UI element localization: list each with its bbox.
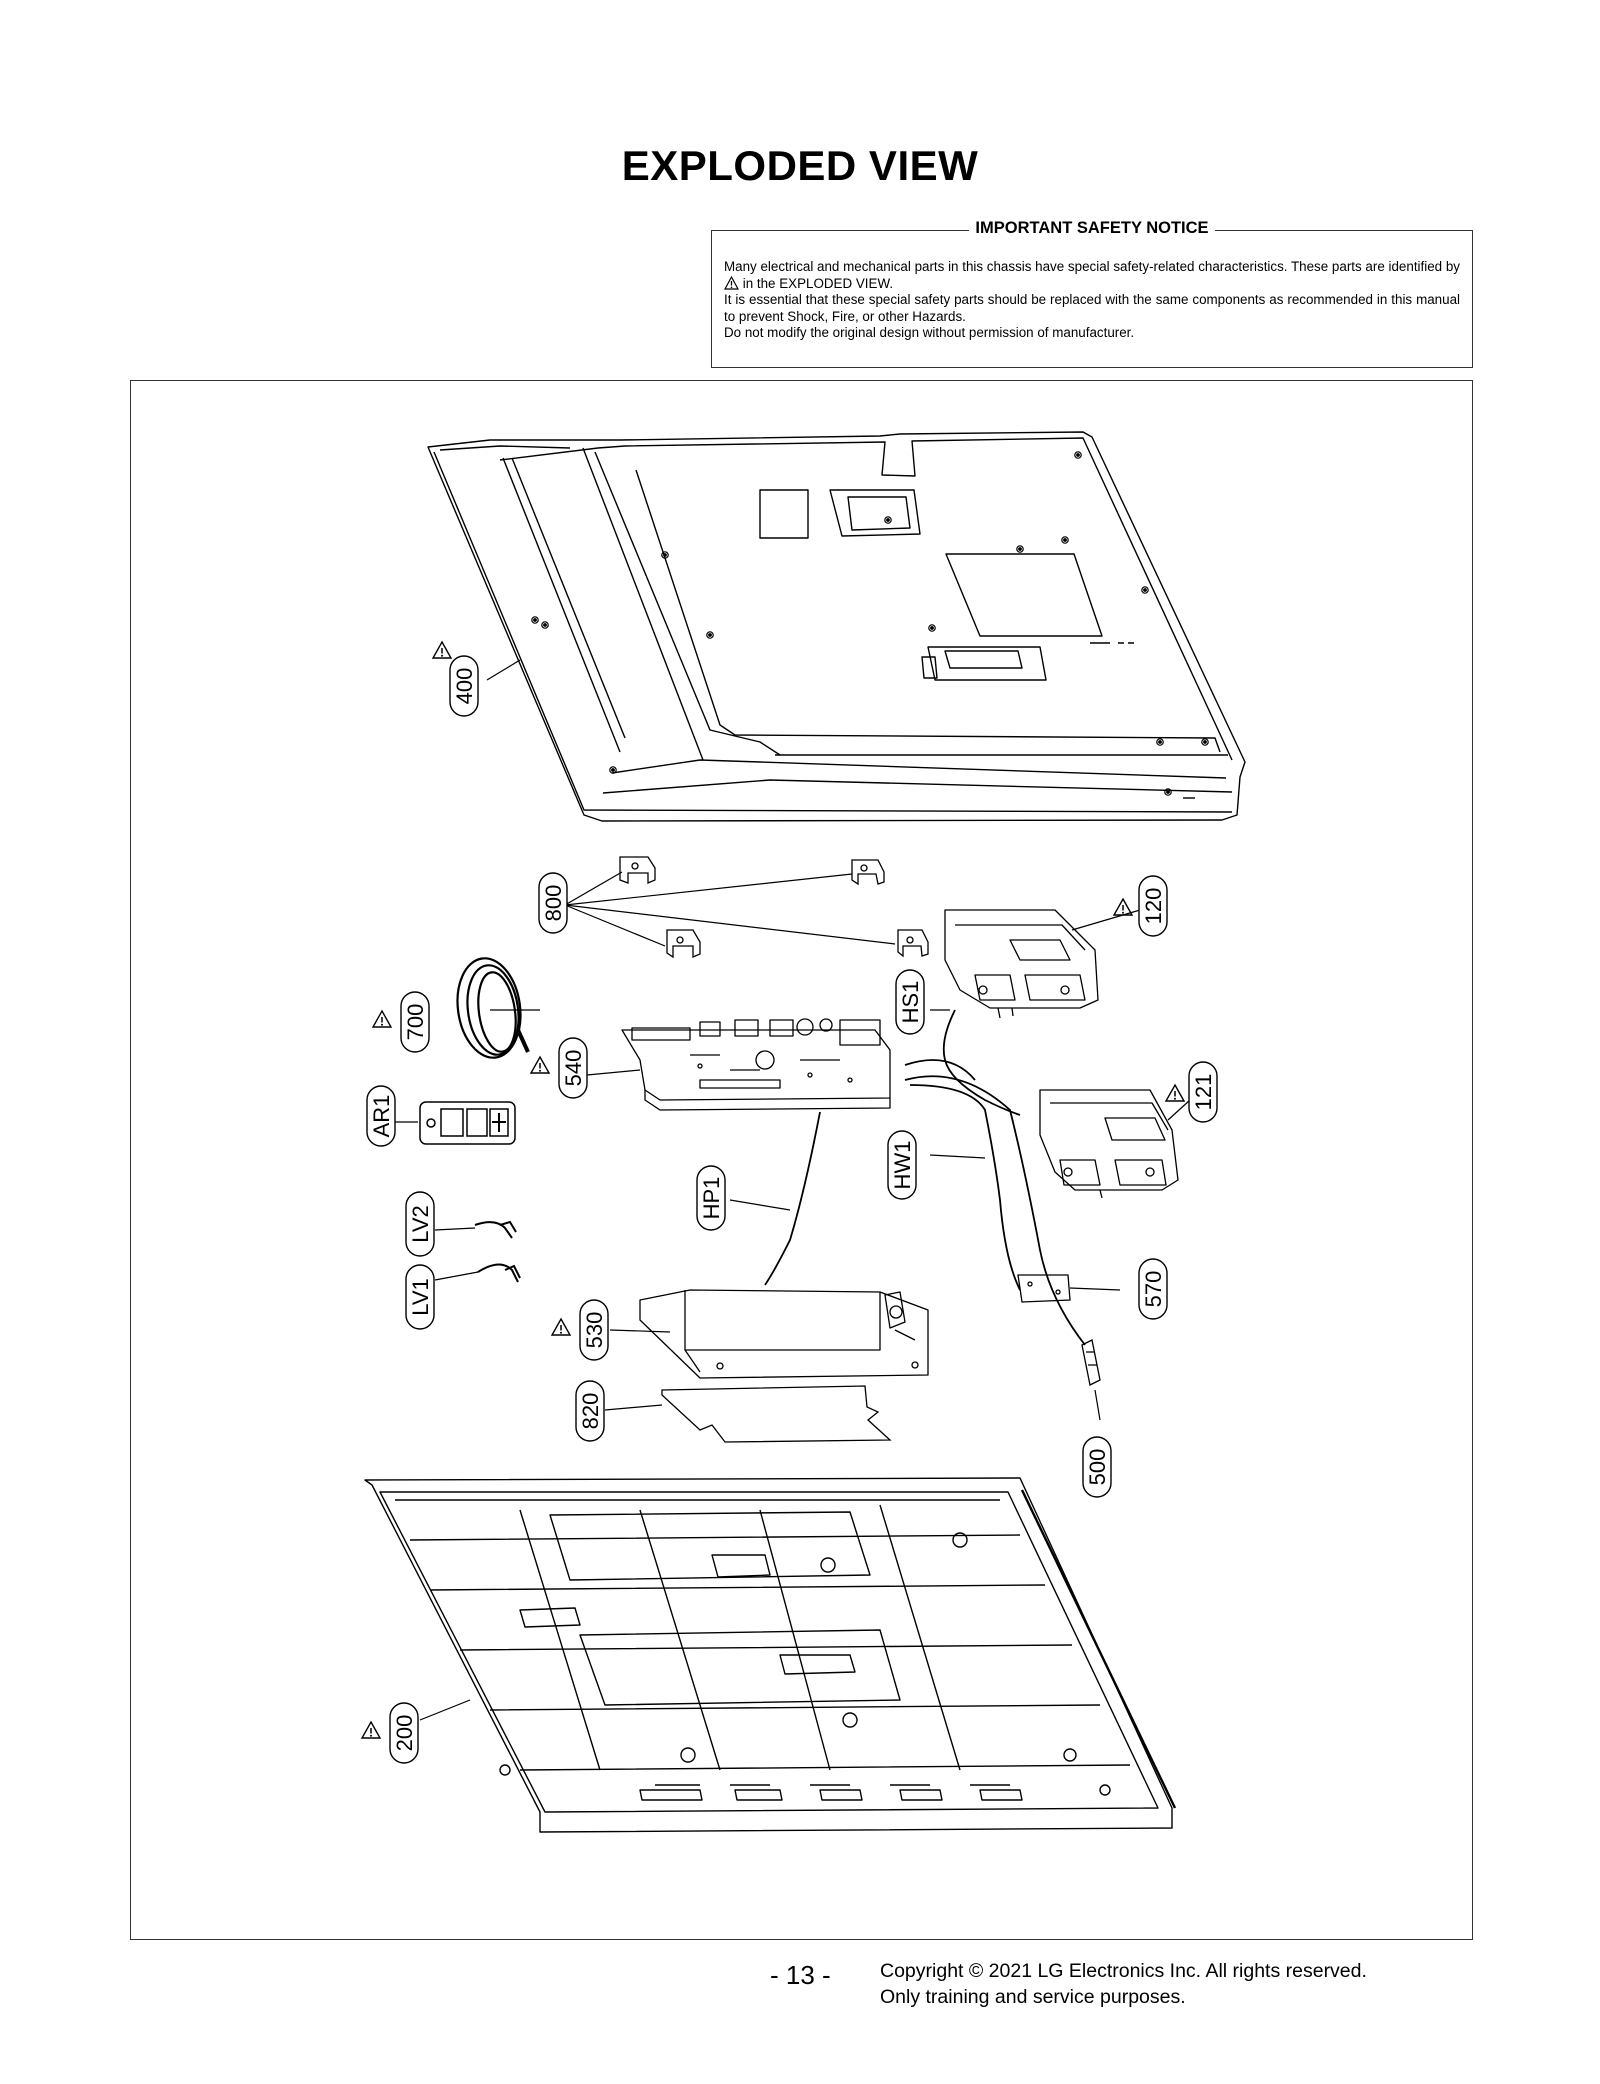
label-530: 530 — [551, 1299, 609, 1361]
label-121: 121 — [1165, 1061, 1218, 1123]
label-500-text: 500 — [1085, 1449, 1110, 1486]
label-120: 120 — [1113, 875, 1168, 937]
leader-lines-800 — [564, 871, 896, 947]
warning-triangle-icon — [724, 275, 739, 290]
label-400-text: 400 — [452, 668, 477, 705]
safety-notice-text: Many electrical and mechanical parts in … — [724, 259, 1460, 342]
label-121-text: 121 — [1191, 1074, 1216, 1111]
label-530-text: 530 — [582, 1312, 607, 1349]
label-500: 500 — [1082, 1436, 1112, 1498]
label-200: 200 — [361, 1702, 419, 1764]
label-400: 400 — [432, 641, 479, 717]
safety-notice-box: IMPORTANT SAFETY NOTICE Many electrical … — [711, 219, 1473, 368]
leader-lines — [394, 659, 1191, 1721]
label-570: 570 — [1138, 1258, 1168, 1320]
insulator-sheet-part — [661, 1385, 892, 1443]
usage-line: Only training and service purposes. — [880, 1986, 1186, 2008]
label-AR1: AR1 — [366, 1085, 396, 1147]
speaker-part-121 — [1039, 1089, 1179, 1199]
label-HS1-text: HS1 — [898, 981, 923, 1024]
label-540: 540 — [530, 1037, 588, 1099]
label-200-text: 200 — [392, 1715, 417, 1752]
drawing-frame — [130, 380, 1473, 1940]
label-HS1: HS1 — [895, 969, 925, 1035]
label-HW1: HW1 — [887, 1130, 917, 1200]
label-HP1-text: HP1 — [699, 1177, 724, 1220]
label-LV1-text: LV1 — [408, 1278, 433, 1316]
wire-harness — [764, 1009, 1086, 1346]
label-800-text: 800 — [541, 885, 566, 922]
button-module-part — [1081, 1339, 1101, 1386]
label-820: 820 — [575, 1380, 605, 1442]
safety-notice-heading: IMPORTANT SAFETY NOTICE — [969, 219, 1215, 237]
copyright-line: Copyright © 2021 LG Electronics Inc. All… — [880, 1960, 1367, 1982]
label-700-text: 700 — [403, 1004, 428, 1041]
remote-part — [419, 1101, 516, 1145]
notice-line-2: It is essential that these special safet… — [724, 292, 1460, 324]
back-cover-part — [427, 431, 1246, 822]
small-board-part — [1017, 1274, 1071, 1303]
power-cord-part — [456, 957, 530, 1059]
label-LV1: LV1 — [405, 1264, 435, 1330]
label-700: 700 — [372, 991, 430, 1053]
notice-line-3: Do not modify the original design withou… — [724, 325, 1135, 341]
label-800: 800 — [538, 872, 568, 934]
label-570-text: 570 — [1141, 1271, 1166, 1308]
label-HP1: HP1 — [696, 1165, 726, 1231]
label-LV2-text: LV2 — [408, 1205, 433, 1243]
speaker-part-120 — [944, 909, 1099, 1019]
lvds-cables — [474, 1220, 521, 1283]
power-board-part — [639, 1289, 929, 1379]
label-120-text: 120 — [1141, 888, 1166, 925]
label-AR1-text: AR1 — [369, 1095, 394, 1138]
page-title: EXPLODED VIEW — [621, 142, 979, 189]
notice-line-1-tail: in the EXPLODED VIEW. — [742, 275, 894, 291]
main-board-part — [621, 1018, 891, 1111]
label-HW1-text: HW1 — [890, 1141, 915, 1190]
notice-line-1: Many electrical and mechanical parts in … — [724, 259, 1460, 274]
label-820-text: 820 — [578, 1393, 603, 1430]
copyright-footer: Copyright © 2021 LG Electronics Inc. All… — [880, 1958, 1367, 2010]
label-540-text: 540 — [561, 1050, 586, 1087]
bracket-part — [619, 856, 929, 959]
label-LV2: LV2 — [405, 1191, 435, 1257]
page-number: - 13 - — [770, 1960, 831, 1990]
front-frame-part — [364, 1477, 1177, 1833]
